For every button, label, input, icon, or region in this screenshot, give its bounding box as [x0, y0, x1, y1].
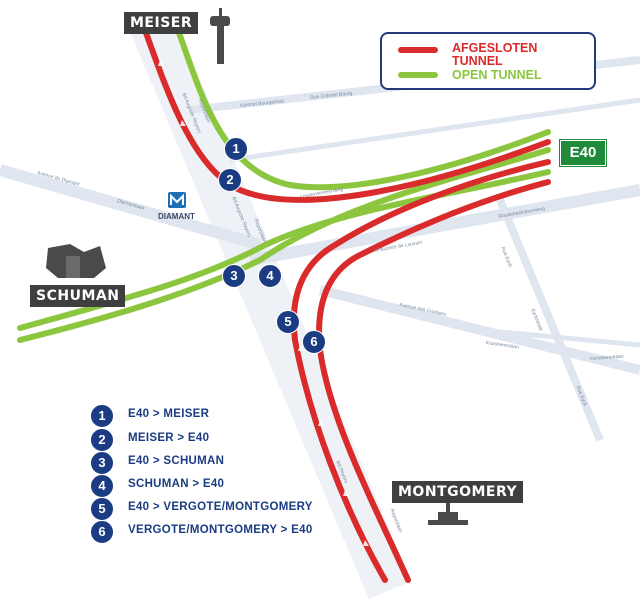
route-key-row: 6 VERGOTE/MONTGOMERY > E40 [90, 520, 350, 544]
open-route-3 [17, 147, 551, 343]
e40-shield: E40 [560, 140, 606, 166]
legend: AFGESLOTEN TUNNEL OPEN TUNNEL [380, 32, 596, 90]
route-key-row: 3 E40 > SCHUMAN [90, 451, 350, 475]
street-small-2 [479, 327, 640, 348]
arrow-mark [158, 60, 164, 66]
closed-tunnel-routes [142, 27, 551, 583]
closed-route-2 [142, 27, 551, 203]
map-badge-1: 1 [224, 137, 248, 161]
street-reyers-band [128, 11, 412, 599]
route-number: 6 [90, 520, 114, 544]
route-number: 1 [90, 404, 114, 428]
map-badge-4: 4 [258, 264, 282, 288]
closed-tunnel-label-2: TUNNEL [452, 54, 503, 68]
montgomery-label: MONTGOMERY [392, 481, 524, 503]
route-number: 5 [90, 497, 114, 521]
street-small-1 [229, 97, 640, 163]
map-badge-2: 2 [218, 168, 242, 192]
closed-tunnel-label-1: AFGESLOTEN [452, 41, 538, 55]
closed-route-5 [290, 159, 551, 583]
route-text: E40 > SCHUMAN [128, 455, 225, 467]
map-badge-3: 3 [222, 264, 246, 288]
diamant-label: DIAMANT [158, 212, 195, 221]
route-number: 2 [90, 428, 114, 452]
arrow-mark [318, 420, 324, 426]
route-text: MEISER > E40 [128, 432, 210, 444]
route-key-row: 1 E40 > MEISER [90, 404, 350, 428]
route-key-row: 5 E40 > VERGOTE/MONTGOMERY [90, 497, 350, 521]
open-route-1 [175, 27, 551, 191]
route-number: 3 [90, 451, 114, 475]
open-tunnel-label: OPEN TUNNEL [452, 68, 542, 82]
schuman-building-icon [46, 244, 106, 278]
direction-arrows [158, 60, 369, 546]
route-text: VERGOTE/MONTGOMERY > E40 [128, 524, 313, 536]
route-text: SCHUMAN > E40 [128, 478, 225, 490]
route-number: 4 [90, 474, 114, 498]
arrow-mark [343, 490, 349, 496]
meiser-label: MEISER [124, 12, 199, 34]
meiser-tower-icon [210, 8, 230, 64]
arrow-mark [298, 345, 304, 351]
montgomery-fountain-icon [428, 502, 468, 525]
schuman-label: SCHUMAN [30, 285, 126, 307]
route-key-row: 2 MEISER > E40 [90, 428, 350, 452]
route-key-row: 4 SCHUMAN > E40 [90, 474, 350, 498]
street-diamant [0, 164, 262, 251]
arrow-mark [363, 540, 369, 546]
map-badge-6: 6 [302, 330, 326, 354]
closed-route-6 [316, 179, 551, 583]
route-text: E40 > VERGOTE/MONTGOMERY [128, 501, 313, 513]
route-text: E40 > MEISER [128, 408, 210, 420]
arrow-mark [180, 120, 186, 126]
closed-tunnel-swatch [398, 47, 438, 53]
metro-icon [168, 192, 186, 208]
open-tunnel-swatch [398, 72, 438, 78]
map-badge-5: 5 [276, 310, 300, 334]
street-louvain [248, 184, 640, 266]
street-eyck [496, 198, 604, 442]
